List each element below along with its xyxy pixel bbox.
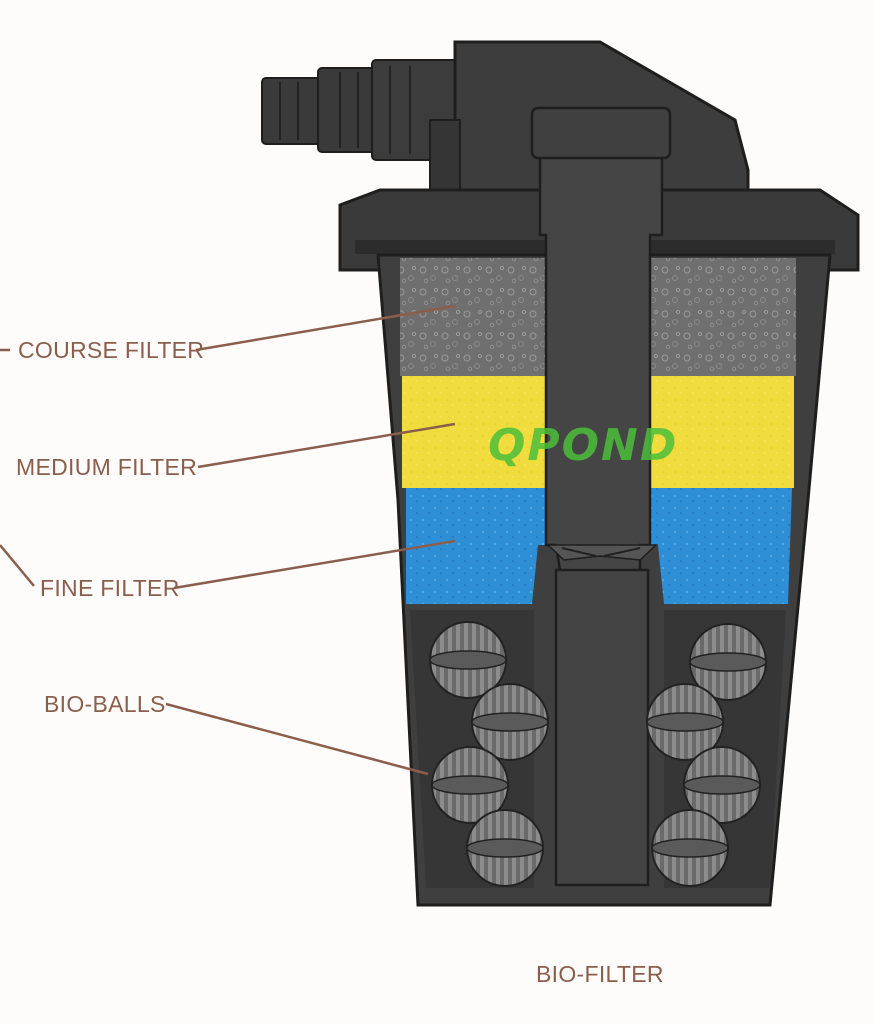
label-course-filter: COURSE FILTER: [18, 337, 205, 363]
leader-course: [195, 304, 456, 352]
course-filter-layer: [400, 258, 796, 376]
leader-fine: [173, 539, 456, 590]
leader-fine-left: [0, 544, 35, 587]
bio-ball: [689, 623, 767, 701]
bio-ball: [466, 809, 544, 887]
bio-balls: [429, 621, 767, 887]
label-bio-balls: BIO-BALLS: [44, 691, 166, 717]
bio-ball: [471, 683, 549, 761]
bio-ball: [683, 746, 761, 824]
outlet-pipe: [261, 59, 463, 161]
leader-bio: [165, 702, 429, 776]
bio-ball: [429, 621, 507, 699]
label-fine-filter: FINE FILTER: [40, 575, 180, 601]
central-tube: [530, 106, 672, 887]
fine-filter-layer: [406, 488, 792, 604]
bio-ball: [646, 683, 724, 761]
diagram-caption: BIO-FILTER: [536, 961, 664, 987]
medium-filter-layer: [402, 376, 794, 488]
watermark: QPOND: [488, 420, 679, 471]
leader-medium: [197, 422, 456, 469]
bio-ball: [651, 809, 729, 887]
bio-ball: [431, 746, 509, 824]
leader-lines: [0, 304, 456, 776]
label-medium-filter: MEDIUM FILTER: [16, 454, 198, 480]
